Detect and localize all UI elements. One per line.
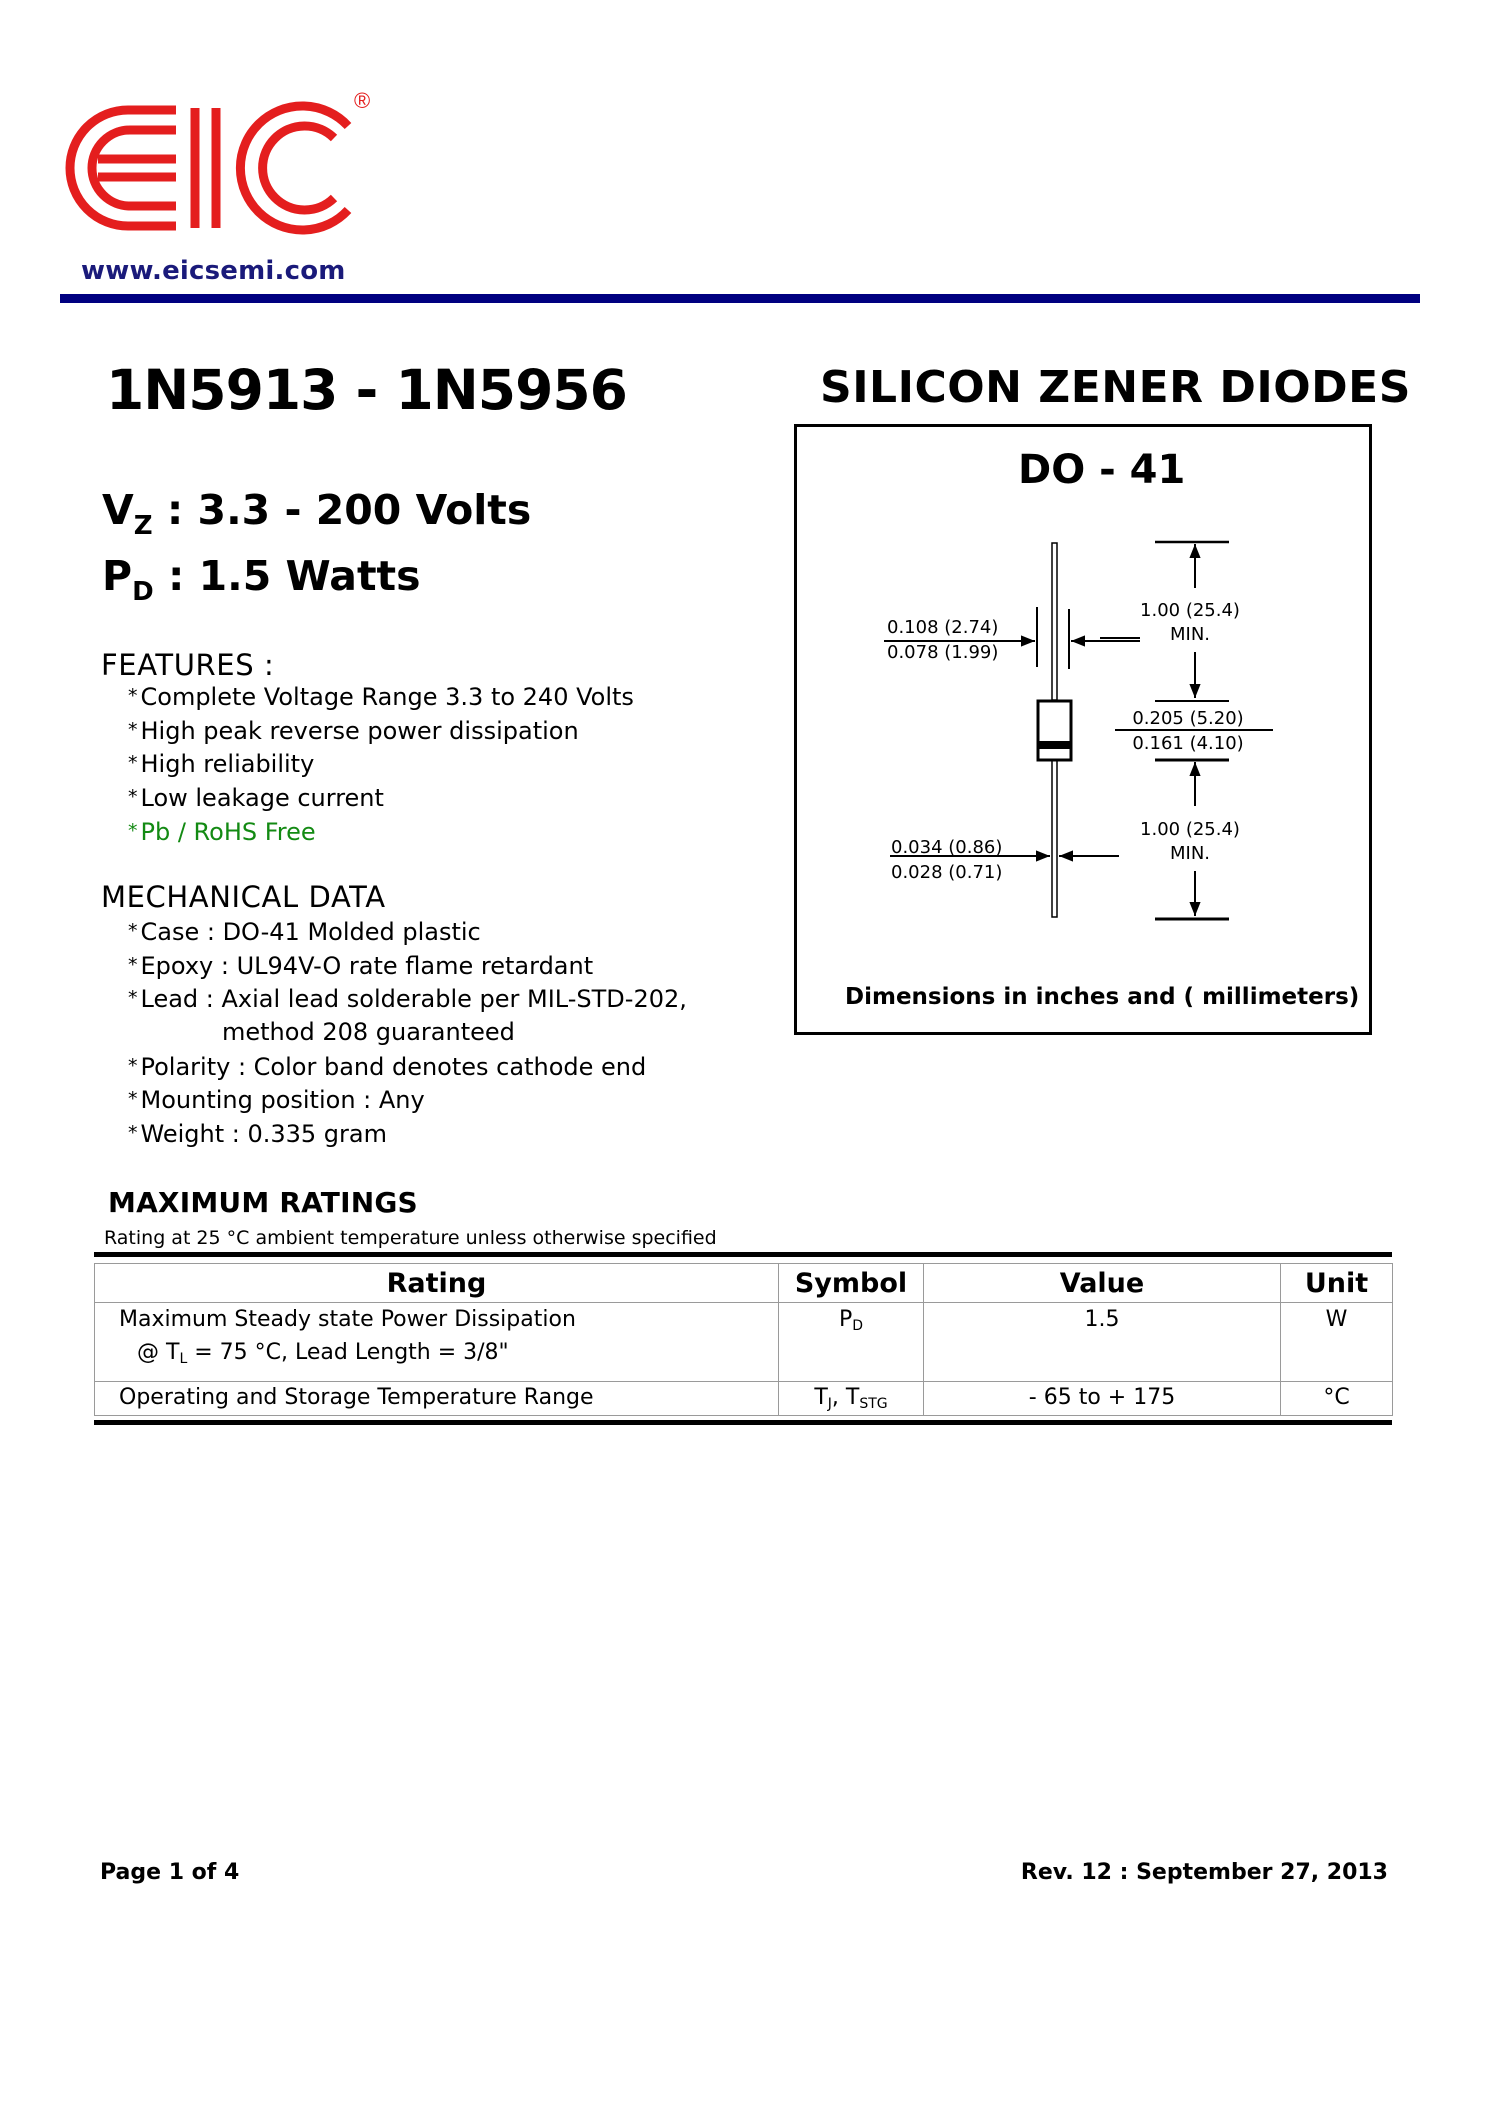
website-link[interactable]: www.eicsemi.com — [81, 256, 346, 286]
cathode-band-icon — [1038, 741, 1071, 749]
eic-logo: ® — [65, 88, 370, 235]
feature-item: *High peak reverse power dissipation — [128, 716, 579, 745]
lead-diameter-min-label: 0.028 (0.71) — [891, 862, 1002, 883]
mechanical-item: *Case : DO-41 Molded plastic — [128, 918, 481, 946]
table-header-row: Rating Symbol Value Unit — [94, 1263, 1393, 1303]
page-number: Page 1 of 4 — [100, 1860, 240, 1885]
lead-length-bottom-label: 1.00 (25.4) — [1140, 819, 1240, 840]
features-list: *Complete Voltage Range 3.3 to 240 Volts… — [128, 680, 634, 848]
body-length-min-label: 0.161 (4.10) — [1132, 733, 1243, 754]
lead-diameter-max-label: 0.034 (0.86) — [891, 837, 1002, 858]
lead-length-top-note: MIN. — [1170, 624, 1210, 645]
package-outline-box — [794, 424, 1372, 1035]
feature-item: *Complete Voltage Range 3.3 to 240 Volts — [128, 683, 634, 711]
features-heading: FEATURES : — [101, 648, 275, 682]
revision-date: Rev. 12 : September 27, 2013 — [1020, 1860, 1388, 1885]
header-rule — [60, 294, 1420, 303]
symbol-cell: TJ, TSTG — [778, 1381, 924, 1416]
mechanical-item: *Epoxy : UL94V-O rate flame retardant — [128, 951, 594, 980]
mechanical-item: *Weight : 0.335 gram — [128, 1120, 387, 1149]
col-header-symbol: Symbol — [778, 1263, 924, 1303]
unit-cell: °C — [1280, 1381, 1393, 1416]
mechanical-item-continued: method 208 guaranteed — [222, 1018, 515, 1047]
body-diameter-max-label: 0.108 (2.74) — [887, 617, 998, 638]
lead-top-icon — [1051, 542, 1058, 701]
col-header-value: Value — [923, 1263, 1281, 1303]
dimensions-caption: Dimensions in inches and ( millimeters) — [845, 984, 1360, 1010]
table-top-rule — [94, 1252, 1392, 1257]
value-cell: 1.5 — [923, 1302, 1281, 1382]
table-row: Operating and Storage Temperature Range … — [94, 1381, 1393, 1416]
unit-cell: W — [1280, 1302, 1393, 1382]
diode-body-icon — [1036, 699, 1073, 762]
body-diameter-min-label: 0.078 (1.99) — [887, 642, 998, 663]
svg-text:®: ® — [354, 88, 370, 113]
power-dissipation-spec: PD : 1.5 Watts — [102, 552, 421, 607]
lead-length-top-label: 1.00 (25.4) — [1140, 600, 1240, 621]
part-range-title: 1N5913 - 1N5956 — [106, 358, 628, 422]
max-ratings-table: Rating Symbol Value Unit Maximum Steady … — [94, 1252, 1393, 1425]
table-row: Maximum Steady state Power Dissipation @… — [94, 1302, 1393, 1382]
feature-item: *High reliability — [128, 750, 315, 779]
feature-item: *Low leakage current — [128, 784, 384, 813]
mechanical-item: *Polarity : Color band denotes cathode e… — [128, 1052, 647, 1081]
feature-item-rohs: *Pb / RoHS Free — [128, 817, 316, 846]
mechanical-item: *Lead : Axial lead solderable per MIL-ST… — [128, 985, 687, 1014]
mechanical-heading: MECHANICAL DATA — [101, 880, 386, 914]
value-cell: - 65 to + 175 — [923, 1381, 1281, 1416]
product-type-title: SILICON ZENER DIODES — [820, 362, 1411, 413]
max-ratings-note: Rating at 25 °C ambient temperature unle… — [104, 1227, 717, 1249]
lead-length-bottom-note: MIN. — [1170, 843, 1210, 864]
max-ratings-heading: MAXIMUM RATINGS — [108, 1186, 418, 1219]
rating-cell: Operating and Storage Temperature Range — [94, 1381, 779, 1416]
rating-cell: Maximum Steady state Power Dissipation @… — [94, 1302, 779, 1382]
col-header-rating: Rating — [94, 1263, 779, 1303]
col-header-unit: Unit — [1280, 1263, 1393, 1303]
body-length-max-label: 0.205 (5.20) — [1132, 708, 1243, 729]
symbol-cell: PD — [778, 1302, 924, 1382]
lead-bottom-icon — [1051, 759, 1058, 918]
package-dimension-drawing: 0.108 (2.74) 0.078 (1.99) 1.00 (25.4) MI… — [884, 540, 1273, 921]
table-bottom-rule — [94, 1420, 1392, 1425]
package-name: DO - 41 — [1018, 447, 1186, 493]
zener-voltage-spec: VZ : 3.3 - 200 Volts — [102, 486, 532, 541]
mechanical-item: *Mounting position : Any — [128, 1086, 425, 1115]
mechanical-list: *Case : DO-41 Molded plastic *Epoxy : UL… — [128, 915, 687, 1151]
